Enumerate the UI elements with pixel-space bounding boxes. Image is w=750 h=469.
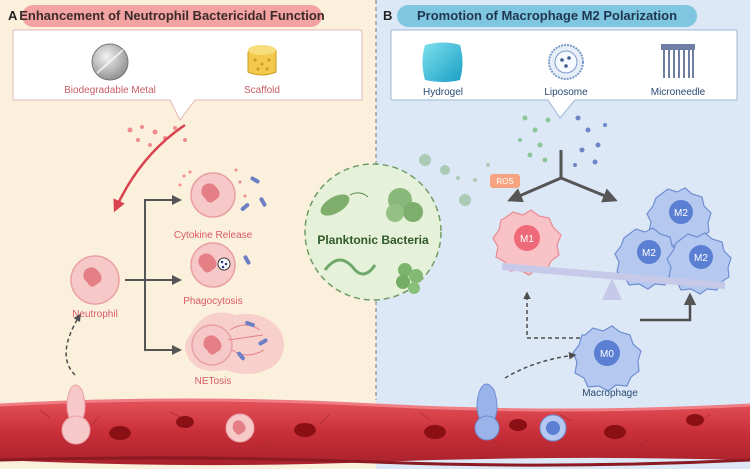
microneedle-icon xyxy=(661,44,695,78)
bacteria-cluster-icon xyxy=(320,188,423,294)
panel-a-title-pill xyxy=(22,5,322,27)
material-liposome: Liposome xyxy=(544,87,588,98)
label-cytokine-release: Cytokine Release xyxy=(174,230,253,241)
material-biodegradable-metal: Biodegradable Metal xyxy=(64,85,156,96)
circulating-monocytes xyxy=(474,383,567,442)
label-m1: M1 xyxy=(520,234,534,245)
label-m2-right: M2 xyxy=(694,253,708,264)
label-phagocytosis: Phagocytosis xyxy=(183,296,242,307)
balance-beam xyxy=(502,263,725,289)
label-neutrophil: Neutrophil xyxy=(72,309,118,320)
panel-b-letter: B xyxy=(383,8,392,23)
red-blood-cells xyxy=(109,414,704,440)
netosis-cell xyxy=(185,312,284,374)
label-m0: M0 xyxy=(600,349,614,360)
cytokine-release-cell xyxy=(178,168,267,218)
neutrophil-branch-arrows xyxy=(125,195,182,355)
m0-macrophage xyxy=(572,325,642,392)
m1-macrophage xyxy=(492,209,562,276)
panel-b-title: Promotion of Macrophage M2 Polarization xyxy=(417,8,677,23)
m0-to-m1-arrow xyxy=(523,291,580,339)
liposome-icon xyxy=(548,44,584,80)
ros-tag xyxy=(490,174,520,188)
label-m2-top: M2 xyxy=(674,208,688,219)
balance-fulcrum xyxy=(602,278,622,300)
label-netosis: NETosis xyxy=(195,376,232,387)
material-scaffold: Scaffold xyxy=(244,85,280,96)
neutrophil-extravasation-arrow xyxy=(65,313,81,376)
label-macrophage: Macrophage xyxy=(582,388,638,399)
label-planktonic-bacteria: Planktonic Bacteria xyxy=(317,233,429,247)
panel-a-letter: A xyxy=(8,8,18,23)
scaffold-icon xyxy=(247,45,277,76)
m2-macrophage-cluster xyxy=(614,187,732,295)
label-ros: ROS xyxy=(496,177,513,186)
material-microneedle: Microneedle xyxy=(651,87,706,98)
circulating-neutrophils xyxy=(61,384,255,445)
label-m2-left: M2 xyxy=(642,248,656,259)
phagocytosis-cell xyxy=(190,242,251,288)
panel-a-title: Enhancement of Neutrophil Bactericidal F… xyxy=(19,8,325,23)
material-hydrogel: Hydrogel xyxy=(423,87,463,98)
hydrogel-icon xyxy=(422,42,463,82)
release-arrow xyxy=(113,123,186,213)
monocyte-extravasation-arrow xyxy=(504,352,577,379)
m0-to-m2-arrow xyxy=(640,292,697,322)
panel-b-title-pill xyxy=(397,5,697,27)
released-particles-b xyxy=(419,115,607,206)
released-particles xyxy=(127,125,187,147)
neutrophil-cell xyxy=(70,255,120,305)
polarization-split-arrows xyxy=(507,150,618,203)
